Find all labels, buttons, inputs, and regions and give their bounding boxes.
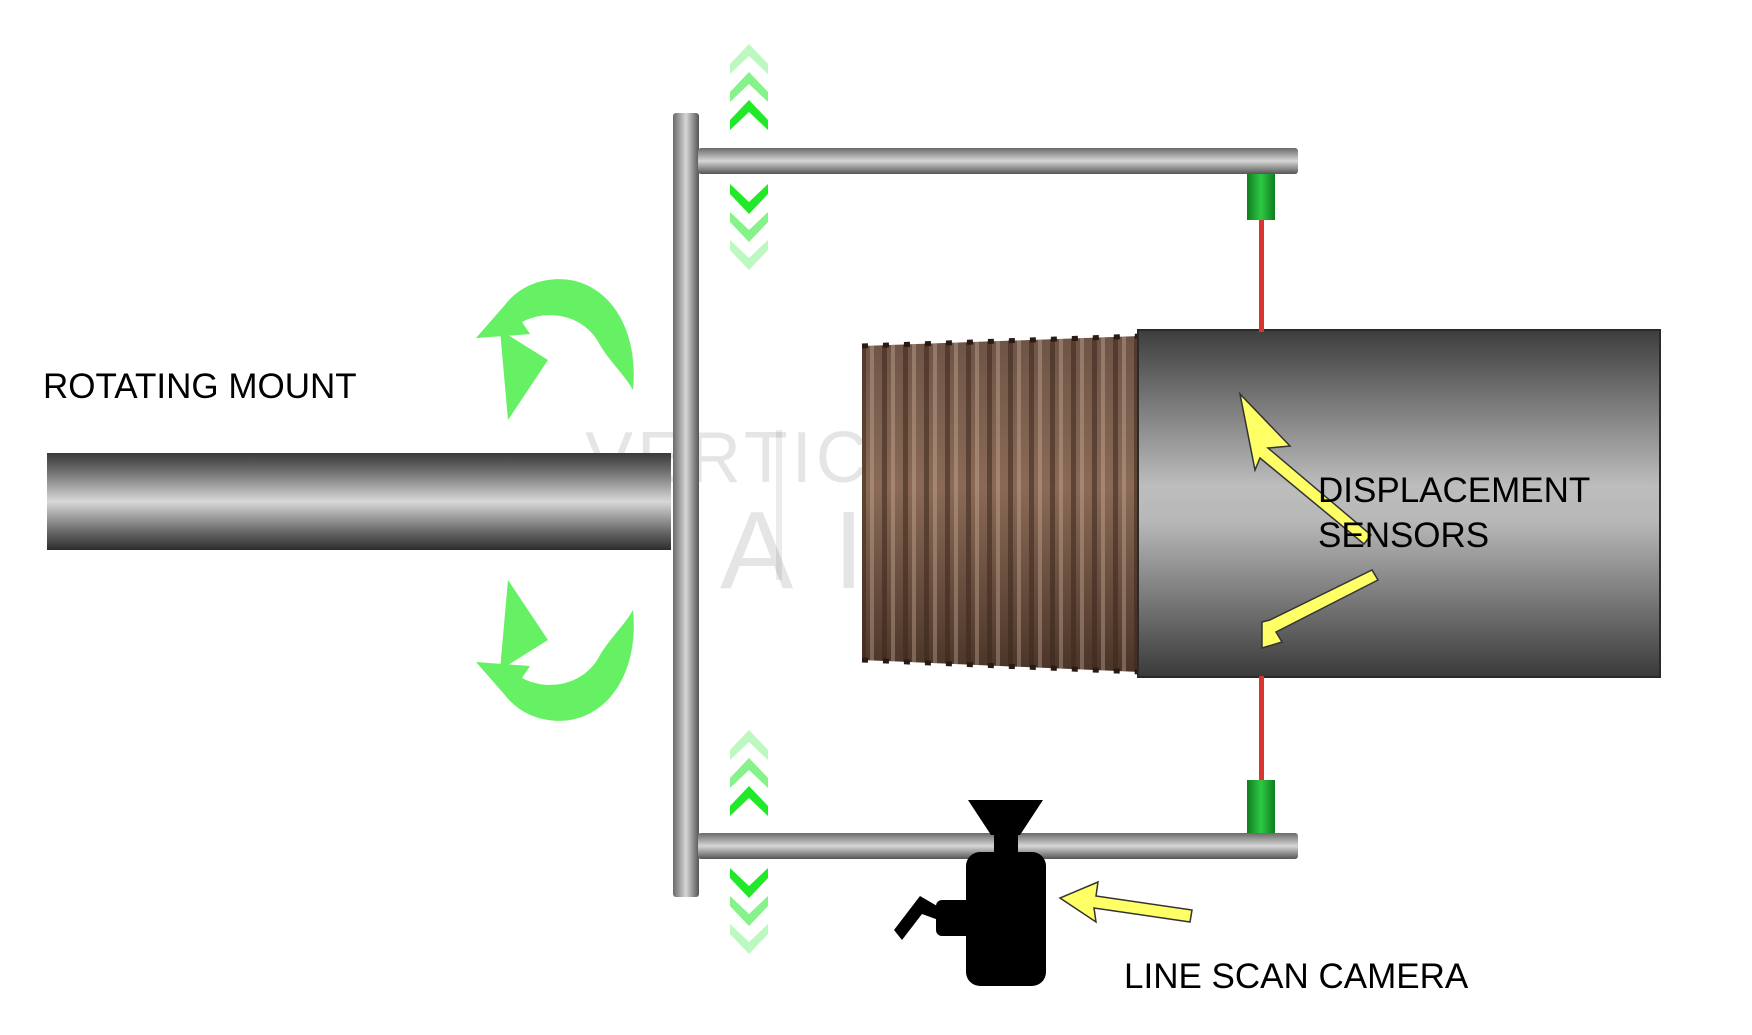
threaded-pipe-end bbox=[861, 333, 1141, 675]
chevron-down-icon bbox=[730, 924, 768, 954]
rotating-mount-shaft bbox=[47, 453, 671, 550]
bracket-vertical-bar bbox=[673, 113, 699, 897]
callout-arrow-icon bbox=[1261, 569, 1380, 650]
chevron-up-icon bbox=[730, 730, 768, 760]
top-sensor-head bbox=[1247, 174, 1275, 220]
camera-icon bbox=[894, 800, 1046, 986]
bracket-top-arm bbox=[698, 148, 1298, 174]
chevron-down-icon bbox=[730, 212, 768, 242]
bottom-sensor-head bbox=[1247, 780, 1275, 833]
chevron-up-icon bbox=[730, 786, 768, 816]
chevron-up-icon bbox=[730, 758, 768, 788]
chevron-up-icon bbox=[730, 44, 768, 74]
top-laser-beam bbox=[1259, 220, 1264, 332]
chevron-up-icon bbox=[730, 72, 768, 102]
watermark-divider bbox=[776, 430, 782, 580]
top-up-chevrons bbox=[730, 44, 768, 130]
bottom-up-chevrons bbox=[730, 730, 768, 816]
bottom-down-chevrons bbox=[730, 868, 768, 954]
line-scan-camera-label: LINE SCAN CAMERA bbox=[1124, 957, 1469, 996]
top-down-chevrons bbox=[730, 184, 768, 270]
bottom-displacement-sensor bbox=[1247, 676, 1275, 833]
pipe-body bbox=[1137, 329, 1661, 678]
chevron-up-icon bbox=[730, 100, 768, 130]
chevron-down-icon bbox=[730, 240, 768, 270]
bottom-laser-beam bbox=[1259, 676, 1264, 780]
watermark-line2: AI bbox=[720, 489, 904, 612]
rotate-arrow-icon bbox=[476, 580, 634, 721]
callout-arrow-icon bbox=[1058, 880, 1193, 924]
rotate-arrow-icon bbox=[476, 279, 634, 420]
top-displacement-sensor bbox=[1247, 174, 1275, 332]
displacement-sensors-label-line1: DISPLACEMENT bbox=[1318, 471, 1590, 510]
chevron-down-icon bbox=[730, 184, 768, 214]
rotating-mount-label: ROTATING MOUNT bbox=[43, 367, 357, 406]
displacement-sensors-label-line2: SENSORS bbox=[1318, 516, 1489, 555]
callout-arrow-icon bbox=[1238, 391, 1373, 546]
chevron-down-icon bbox=[730, 868, 768, 898]
chevron-down-icon bbox=[730, 896, 768, 926]
